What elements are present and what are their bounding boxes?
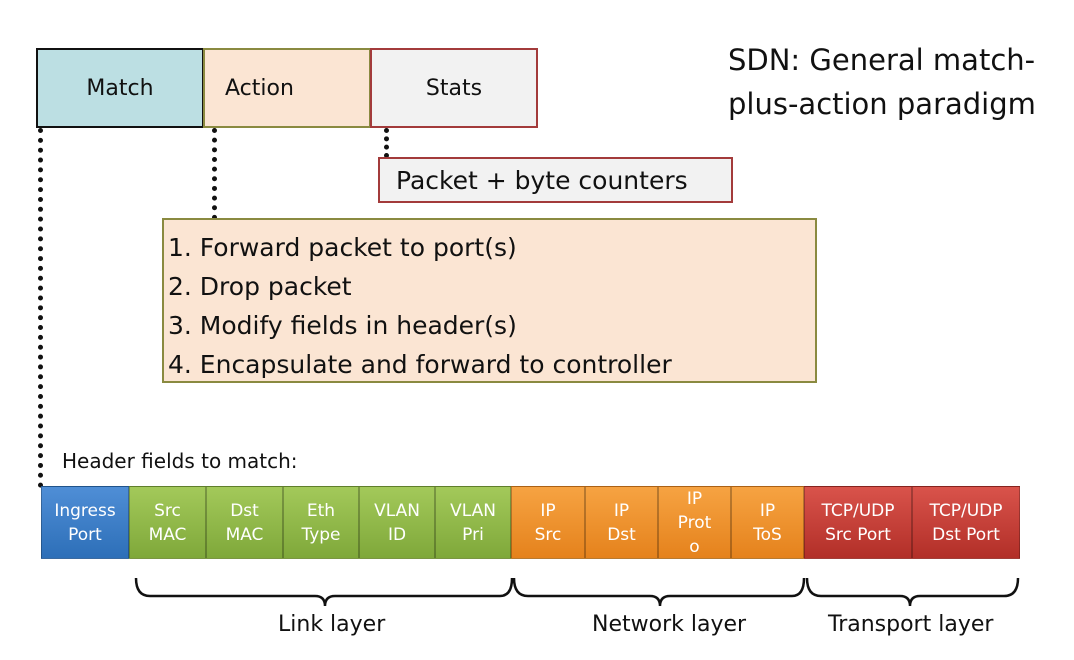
network-layer-bracket: [512, 577, 806, 607]
transport-layer-bracket: [805, 577, 1020, 607]
stats-detail-text: Packet + byte counters: [396, 165, 688, 195]
header-fields-label: Header fields to match:: [62, 449, 298, 473]
action-connector: [212, 128, 217, 220]
diagram-title: SDN: General match-plus-action paradigm: [728, 43, 1036, 121]
match-connector: [38, 128, 43, 488]
link-layer-bracket: [134, 577, 514, 607]
match-label: Match: [86, 75, 154, 101]
action-label: Action: [225, 75, 294, 101]
stats-connector: [384, 128, 389, 158]
actions-box: 1. Forward packet to port(s) 2. Drop pac…: [162, 218, 817, 383]
stats-label: Stats: [425, 75, 483, 101]
action-item: 3. Modify fields in header(s): [168, 311, 517, 340]
action-item: 1. Forward packet to port(s): [168, 233, 517, 262]
stats-header: Stats: [370, 48, 538, 128]
actions-list: 1. Forward packet to port(s) 2. Drop pac…: [168, 228, 815, 384]
match-header: Match: [36, 48, 204, 128]
action-item: 4. Encapsulate and forward to controller: [168, 350, 672, 379]
network-layer-label: Network layer: [592, 612, 747, 637]
transport-layer-label: Transport layer: [828, 612, 994, 637]
link-layer-label: Link layer: [278, 612, 386, 637]
action-header: Action: [203, 48, 371, 128]
stats-detail-box: Packet + byte counters: [378, 157, 733, 203]
action-item: 2. Drop packet: [168, 272, 352, 301]
